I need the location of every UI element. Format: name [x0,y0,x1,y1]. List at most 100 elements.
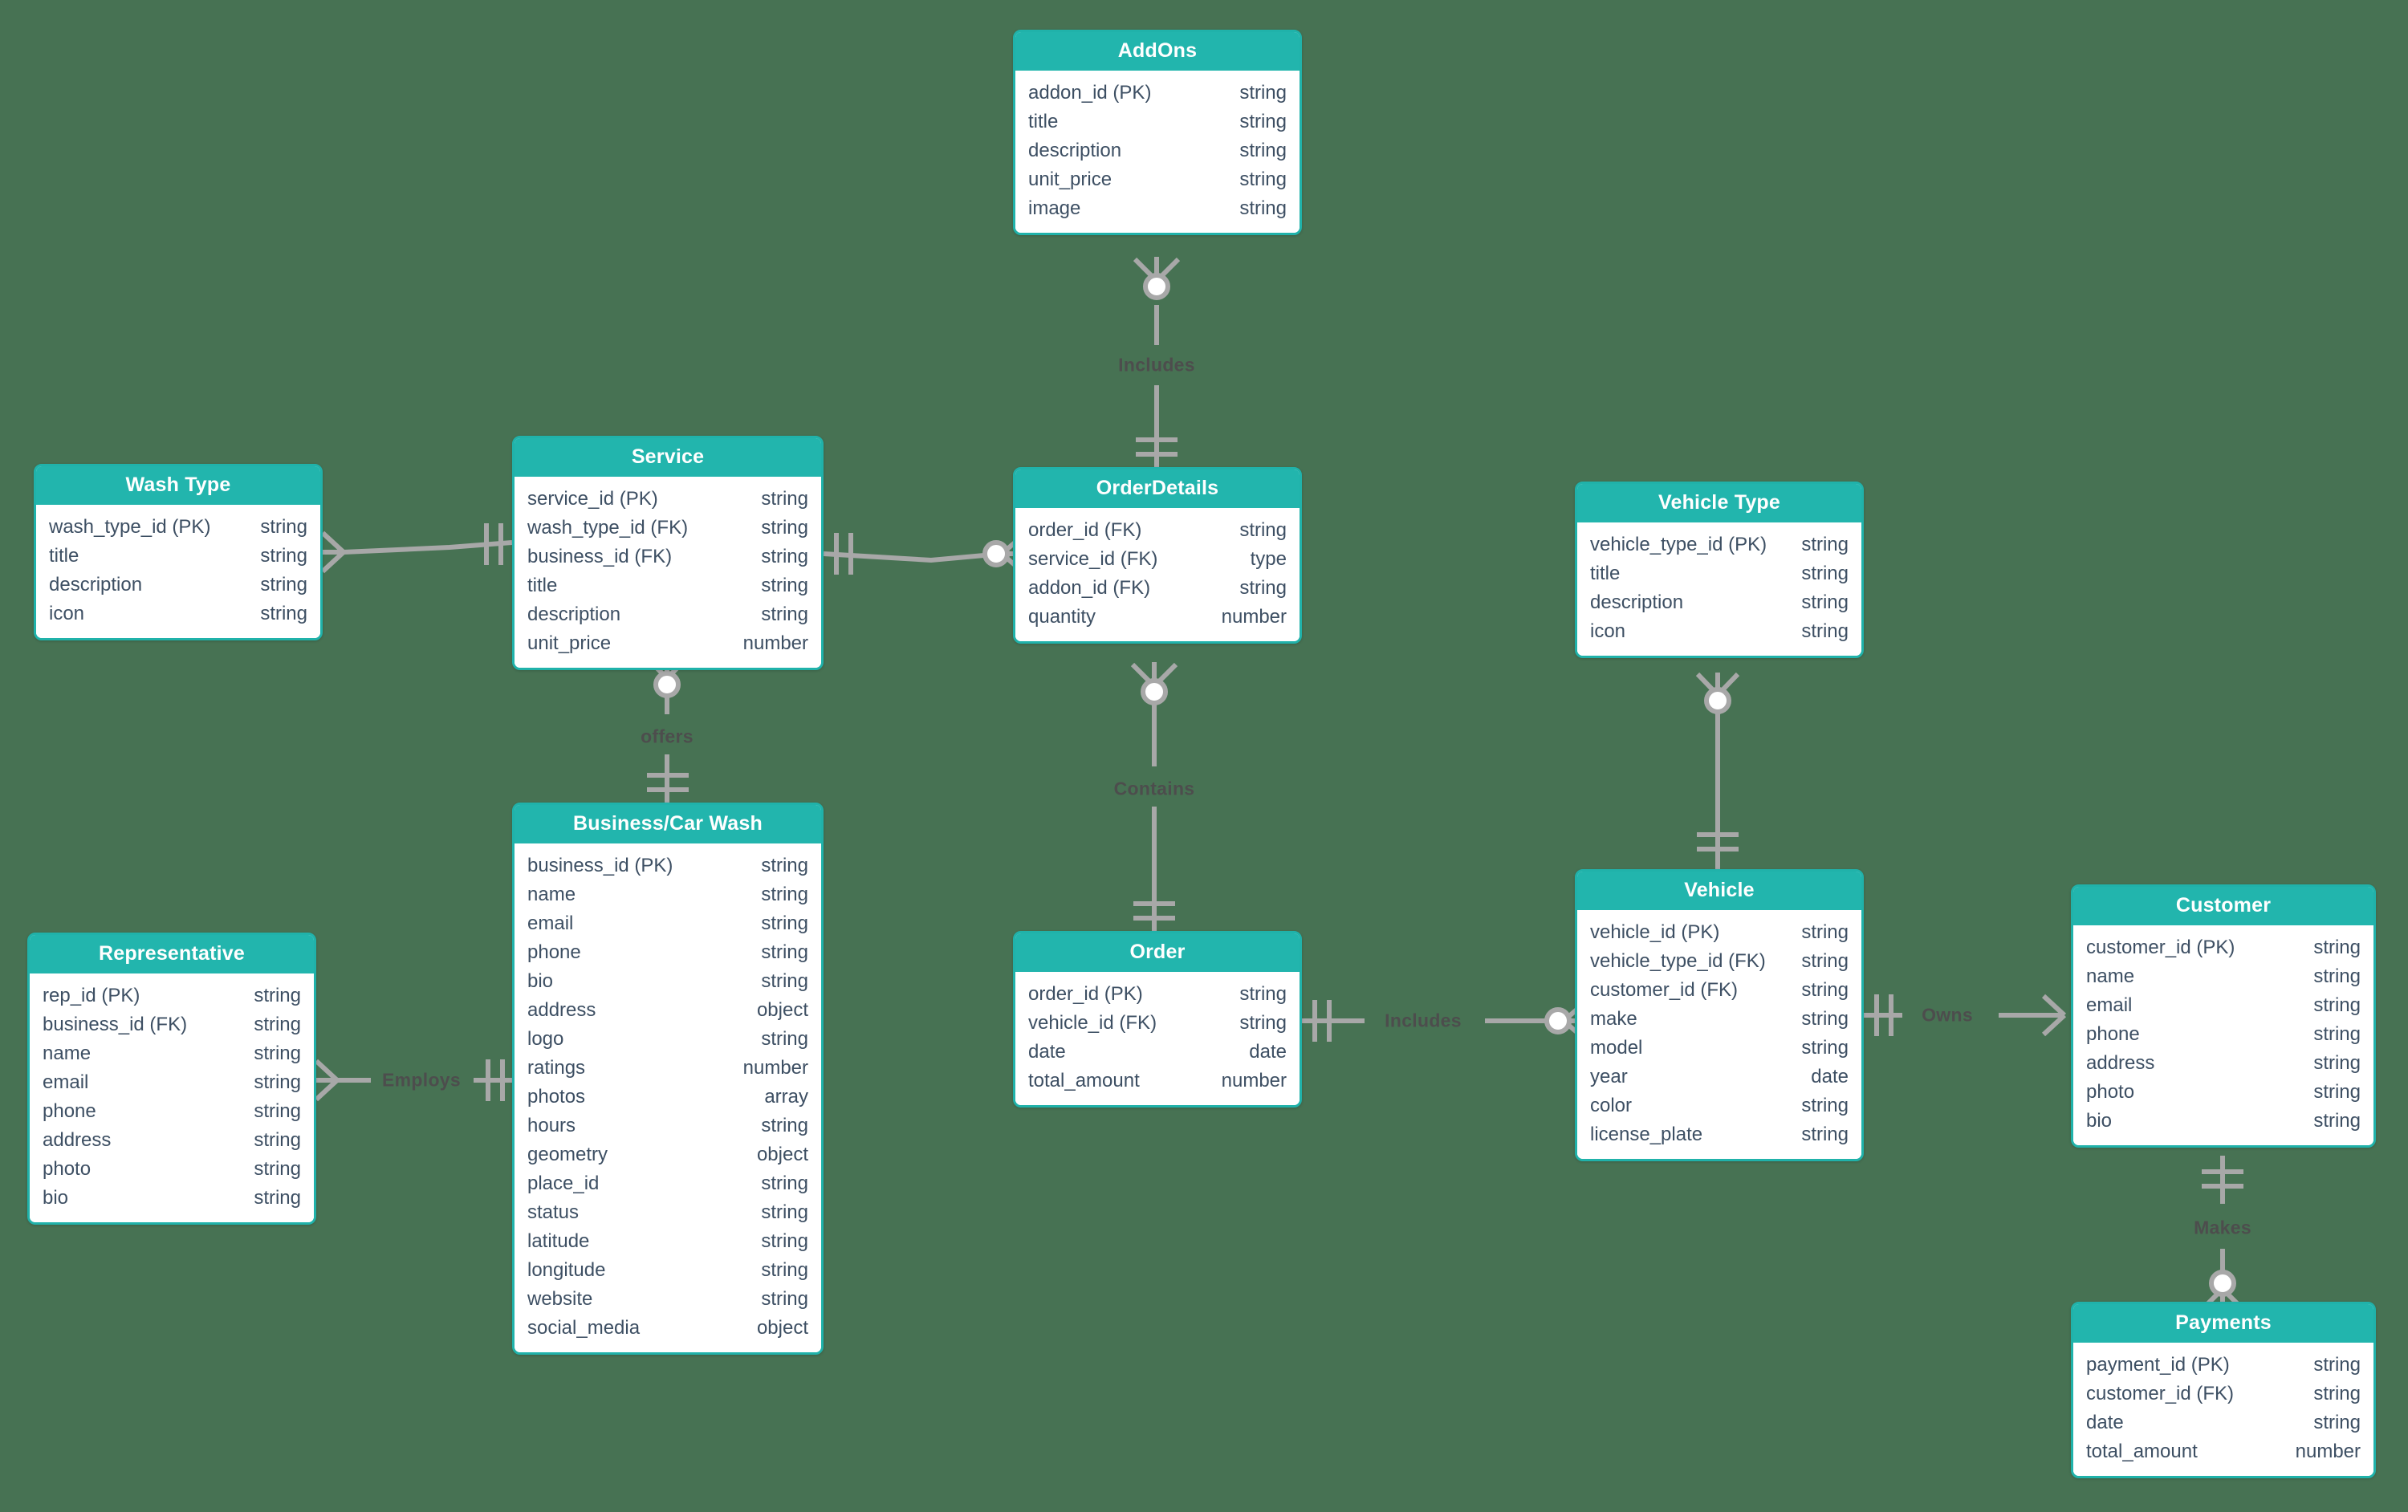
attribute-name: model [1590,1037,1643,1059]
attribute-name: customer_id (FK) [2086,1383,2235,1404]
attribute-type: number [742,632,808,654]
attribute-type: string [2313,1412,2361,1433]
attribute-name: service_id (PK) [527,488,658,510]
attribute-name: business_id (PK) [527,855,673,876]
attribute-name: title [49,545,79,567]
attribute-name: vehicle_id (PK) [1590,921,1720,943]
attribute-row: date string [2086,1408,2361,1437]
attribute-name: date [1028,1041,1066,1063]
attribute-name: payment_id (PK) [2086,1354,2230,1376]
attribute-row: wash_type_id (PK)string [49,513,307,542]
attribute-name: geometry [527,1144,608,1165]
attribute-type: string [761,1201,808,1223]
attribute-name: customer_id (FK) [1590,979,1739,1001]
attribute-type: string [1801,563,1849,584]
attribute-name: icon [1590,620,1626,642]
attribute-name: image [1028,197,1081,219]
attribute-name: service_id (FK) [1028,548,1158,570]
attribute-name: bio [43,1187,69,1209]
attribute-type: string [1239,82,1287,104]
attribute-name: order_id (FK) [1028,519,1142,541]
attribute-type: string [761,912,808,934]
attribute-type: string [260,574,307,595]
attribute-row: vehicle_id (FK)string [1028,1009,1287,1038]
attribute-type: type [1250,548,1287,570]
attribute-type: string [1239,169,1287,190]
attribute-type: string [1801,1095,1849,1116]
attribute-row: customer_id (FK)string [1590,976,1849,1005]
attribute-name: vehicle_type_id (PK) [1590,534,1767,555]
attribute-type: string [761,1259,808,1281]
attribute-type: date [1249,1041,1287,1063]
attribute-name: place_id [527,1173,600,1194]
attribute-name: rep_id (PK) [43,985,140,1006]
attribute-row: addon_id (PK)string [1028,79,1287,108]
attribute-name: customer_id (PK) [2086,937,2235,958]
attribute-name: date [2086,1412,2124,1433]
attribute-name: name [527,884,576,905]
attribute-type: string [761,970,808,992]
attribute-name: phone [527,941,581,963]
attribute-type: string [1239,577,1287,599]
attribute-type: string [260,545,307,567]
attribute-name: address [527,999,596,1021]
entity-attributes-order_details: order_id (FK) string service_id (FK) type ad… [1015,508,1300,641]
attribute-type: string [1801,534,1849,555]
attribute-type: string [2313,1052,2361,1074]
attribute-type: number [2295,1441,2361,1462]
attribute-row: rep_id (PK)string [43,982,301,1010]
attribute-row: customer_id (PK)string [2086,933,2361,962]
attribute-row: date date [1028,1038,1287,1067]
attribute-type: string [1801,1008,1849,1030]
attribute-name: status [527,1201,580,1223]
attribute-name: addon_id (FK) [1028,577,1151,599]
relationship-label-service-business: offers [641,726,694,747]
attribute-name: photo [2086,1081,2135,1103]
attribute-name: description [1028,140,1122,161]
entity-title-customer: Customer [2073,887,2373,925]
attribute-type: string [1239,519,1287,541]
attribute-name: make [1590,1008,1637,1030]
attribute-type: string [254,1187,301,1209]
attribute-name: phone [2086,1023,2140,1045]
attribute-row: vehicle_id (PK)string [1590,918,1849,947]
entity-title-vehicle: Vehicle [1577,872,1861,910]
attribute-type: object [756,1317,808,1339]
attribute-name: email [527,912,574,934]
attribute-type: string [1801,950,1849,972]
attribute-name: license_plate [1590,1124,1703,1145]
attribute-row: title string [49,542,307,571]
relationship-label-vehicle-customer: Owns [1922,1004,1973,1026]
